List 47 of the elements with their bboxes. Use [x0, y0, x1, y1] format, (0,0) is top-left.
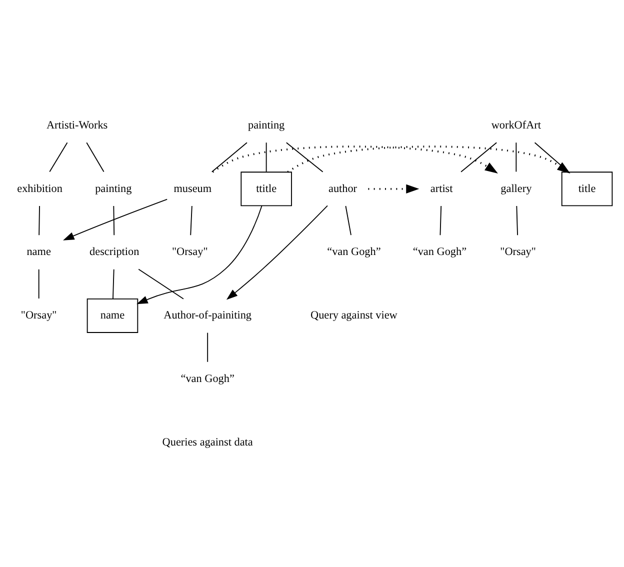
- connector: [286, 142, 324, 172]
- connector: [460, 142, 498, 172]
- node-box: name: [86, 298, 138, 332]
- node-text: description: [90, 246, 140, 258]
- node-text: painting: [95, 182, 132, 194]
- arrow: [63, 198, 168, 240]
- connector: [190, 205, 192, 236]
- node-text: name: [26, 246, 51, 258]
- label: Queries against data: [162, 436, 253, 448]
- connector: [138, 268, 184, 299]
- connector: [38, 205, 40, 236]
- connector: [113, 205, 115, 236]
- connector: [112, 268, 114, 298]
- connector: [516, 142, 517, 172]
- node-text: “van Gogh”: [180, 372, 234, 384]
- connector: [211, 142, 248, 172]
- arrow: [368, 184, 420, 193]
- node-text: “van Gogh”: [412, 246, 467, 258]
- node-text: painting: [248, 118, 285, 131]
- connector: [38, 268, 40, 298]
- node-text: "Orsay": [500, 246, 536, 258]
- connector: [345, 205, 352, 236]
- node-text: "Orsay": [172, 246, 208, 258]
- node-box: title: [561, 171, 613, 206]
- arrow: [136, 205, 262, 304]
- node-text: workOfArt: [491, 118, 541, 131]
- arrow: [287, 145, 570, 173]
- node-box: ttitle: [240, 171, 292, 206]
- node-text: museum: [174, 182, 212, 194]
- connector: [266, 142, 267, 172]
- node-text: author: [328, 182, 358, 194]
- connector: [440, 205, 442, 236]
- node-text: artist: [430, 182, 453, 194]
- node-text: exhibition: [17, 182, 62, 194]
- connector: [86, 142, 104, 172]
- node-text: "Orsay": [20, 309, 57, 322]
- connector: [207, 332, 208, 362]
- label: Query against view: [310, 309, 398, 322]
- node-text: Author-of-painiting: [164, 309, 252, 322]
- node-text: gallery: [500, 182, 532, 194]
- connector: [534, 142, 569, 172]
- connector: [516, 205, 518, 236]
- connector: [49, 142, 68, 172]
- node-text: Artisti-Works: [46, 118, 108, 131]
- node-text: “van Gogh”: [327, 246, 381, 258]
- arrow: [226, 204, 328, 300]
- arrow: [212, 145, 498, 174]
